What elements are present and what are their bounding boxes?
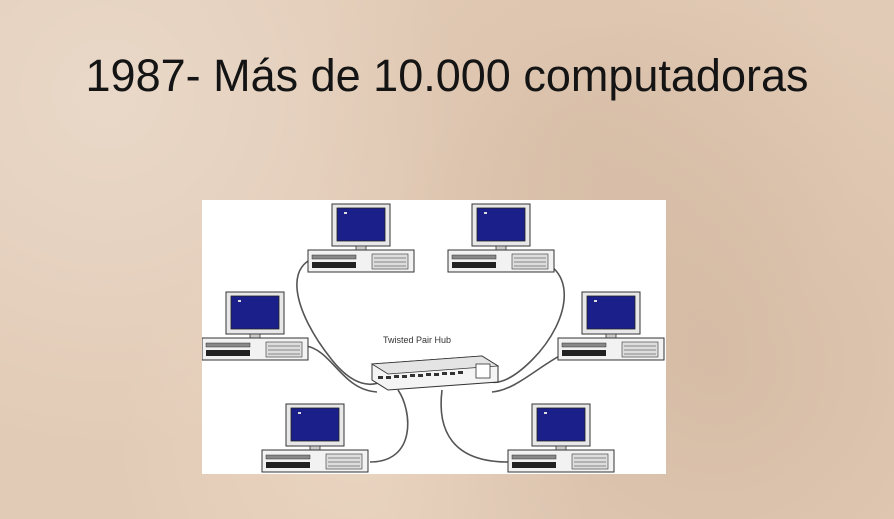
computer-middle-left xyxy=(202,291,309,361)
computer-middle-right xyxy=(557,291,665,361)
network-diagram: Twisted Pair Hub xyxy=(202,200,666,474)
network-diagram-svg: Twisted Pair Hub xyxy=(202,203,665,473)
computer-top-left xyxy=(307,203,415,273)
computer-top-right xyxy=(447,203,555,273)
computer-bottom-left xyxy=(261,403,369,473)
computer-bottom-right xyxy=(507,403,615,473)
hub-label: Twisted Pair Hub xyxy=(383,335,451,345)
slide-title: 1987- Más de 10.000 computadoras xyxy=(85,50,809,101)
twisted-pair-hub: Twisted Pair Hub xyxy=(370,335,500,391)
